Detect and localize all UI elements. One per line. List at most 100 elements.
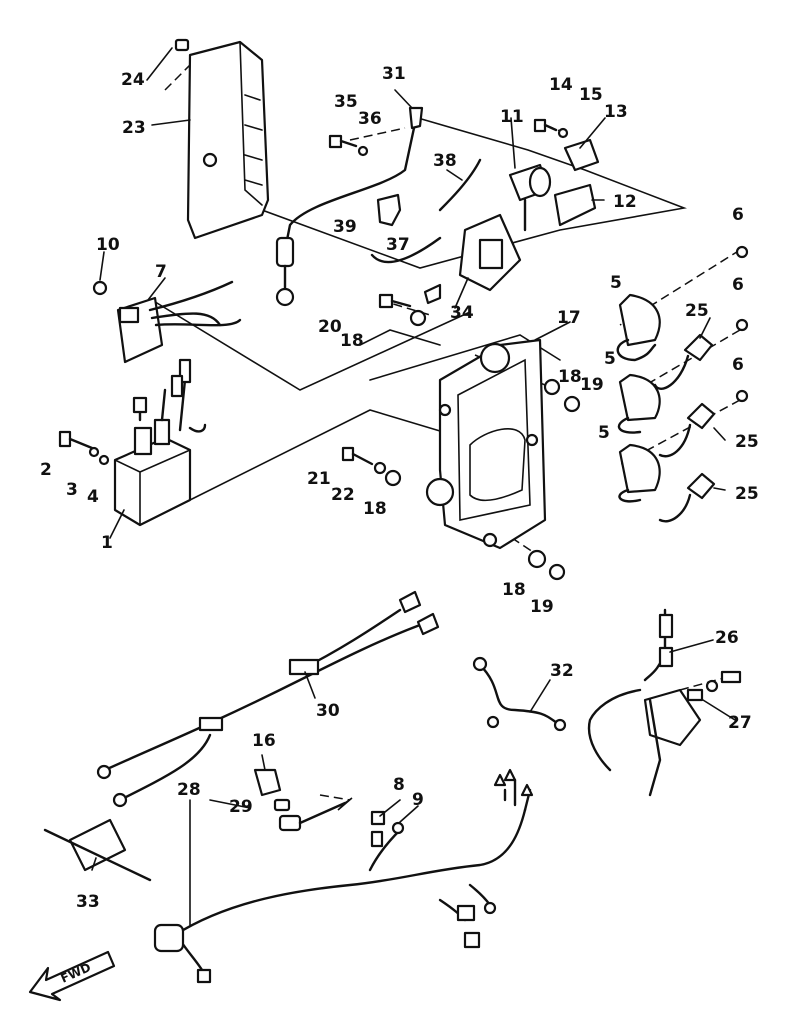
- cover-bracket-part-23: [174, 38, 270, 240]
- cap-part-39: [376, 193, 402, 227]
- label-33: 33: [76, 892, 100, 912]
- label-3: 3: [66, 480, 78, 500]
- label-21: 21: [307, 469, 331, 489]
- label-19a: 19: [580, 375, 604, 395]
- label-23: 23: [122, 118, 146, 138]
- label-20: 20: [318, 317, 342, 337]
- washer-part-36: [357, 145, 369, 157]
- screw-part-6c: [735, 389, 749, 403]
- label-16: 16: [252, 731, 276, 751]
- label-5c: 5: [598, 423, 610, 443]
- plug-cap-part-25c: [658, 472, 716, 523]
- label-6c: 6: [732, 355, 744, 375]
- label-8: 8: [393, 775, 405, 795]
- wire-part-37: [370, 236, 442, 264]
- label-39: 39: [333, 217, 357, 237]
- main-harness-part-28: [153, 768, 534, 984]
- bolt-part-35: [328, 134, 358, 149]
- label-10: 10: [96, 235, 120, 255]
- label-4: 4: [87, 487, 99, 507]
- label-34: 34: [450, 303, 474, 323]
- label-18d: 18: [502, 580, 526, 600]
- washer-part-4: [98, 454, 110, 466]
- label-2: 2: [40, 460, 52, 480]
- cdi-unit-part-1: [113, 358, 207, 527]
- label-18c: 18: [363, 499, 387, 519]
- label-30: 30: [316, 701, 340, 721]
- switch-part-27: [587, 670, 742, 797]
- plug-cap-part-25a: [653, 333, 714, 390]
- label-38: 38: [433, 151, 457, 171]
- callout-labels: 1 2 3 4 5 5 5 6 6 6 7 8 9 10 11 12 13 14…: [40, 64, 759, 912]
- wire-lead-part-31: [275, 106, 424, 307]
- label-25a: 25: [685, 301, 709, 321]
- label-14: 14: [549, 75, 573, 95]
- ignition-coil-part-5b: [617, 373, 661, 434]
- fwd-arrow-icon: FWD: [28, 950, 116, 1002]
- ignition-coil-part-5c: [618, 443, 661, 503]
- mounting-plate-part-17: [425, 338, 547, 550]
- label-25b: 25: [735, 432, 759, 452]
- label-5a: 5: [610, 273, 622, 293]
- label-36: 36: [358, 109, 382, 129]
- sensor-part-11: [508, 163, 552, 232]
- washer-part-9: [391, 821, 405, 835]
- label-28: 28: [177, 780, 201, 800]
- sensor-lead-part-26: [643, 608, 674, 682]
- label-31: 31: [382, 64, 406, 84]
- grommet-part-18d: [527, 549, 547, 569]
- label-17: 17: [557, 308, 581, 328]
- screw-part-6a: [735, 245, 749, 259]
- label-18a: 18: [340, 331, 364, 351]
- collar-part-19b: [548, 563, 566, 581]
- label-13: 13: [604, 102, 628, 122]
- label-18b: 18: [558, 367, 582, 387]
- label-22: 22: [331, 485, 355, 505]
- label-5b: 5: [604, 349, 616, 369]
- label-12: 12: [613, 192, 637, 212]
- wire-part-38: [438, 158, 482, 212]
- label-19b: 19: [530, 597, 554, 617]
- bracket-part-13: [563, 138, 600, 172]
- label-11: 11: [500, 107, 524, 127]
- plug-cap-part-25b: [658, 402, 716, 458]
- bolt-part-21: [341, 446, 374, 466]
- label-29: 29: [229, 797, 253, 817]
- grommet-part-18c: [384, 469, 402, 487]
- label-26: 26: [715, 628, 739, 648]
- label-6a: 6: [732, 205, 744, 225]
- label-1: 1: [101, 533, 113, 553]
- label-6b: 6: [732, 275, 744, 295]
- bolt-part-14: [533, 118, 558, 133]
- collar-part-19a: [563, 395, 581, 413]
- label-15: 15: [579, 85, 603, 105]
- label-32: 32: [550, 661, 574, 681]
- clamp-part-12: [553, 183, 597, 227]
- label-27: 27: [728, 713, 752, 733]
- holder-part-33: [43, 818, 152, 882]
- battery-lead-part-30: [96, 590, 440, 808]
- label-35: 35: [334, 92, 358, 112]
- grommet-part-18b: [543, 378, 561, 396]
- leader-lines: [91, 47, 736, 926]
- label-24: 24: [121, 70, 145, 90]
- grommet-part-18a: [409, 309, 427, 327]
- connector-part-29: [273, 797, 353, 832]
- bolt-part-2: [58, 430, 94, 450]
- washer-part-22: [373, 461, 387, 475]
- label-37: 37: [386, 235, 410, 255]
- label-9: 9: [412, 790, 424, 810]
- washer-part-3: [88, 446, 100, 458]
- ignition-coil-part-5a: [616, 293, 661, 362]
- clip-part-16: [253, 768, 282, 797]
- ground-lead-part-32: [472, 656, 567, 732]
- label-25c: 25: [735, 484, 759, 504]
- label-7: 7: [155, 262, 167, 282]
- screw-part-6b: [735, 318, 749, 332]
- washer-part-15: [557, 127, 569, 139]
- bolt-part-20: [378, 293, 412, 309]
- rectifier-part-34: [423, 213, 522, 305]
- relay-part-7: [92, 280, 242, 364]
